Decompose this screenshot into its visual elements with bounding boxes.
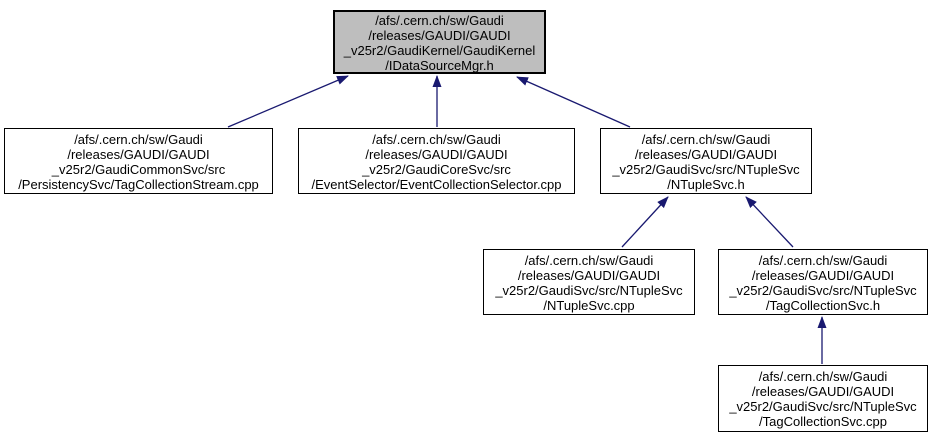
node-path-line: /releases/GAUDI/GAUDI xyxy=(751,268,895,283)
node-path-line: /afs/.cern.ch/sw/Gaudi xyxy=(372,132,501,147)
edge-ntuplesvc-cpp-to-ntuplesvc-h xyxy=(621,196,669,248)
node-path-line: /releases/GAUDI/GAUDI xyxy=(517,268,661,283)
node-path-line: /releases/GAUDI/GAUDI xyxy=(67,147,210,162)
node-path-line: _v25r2/GaudiCoreSvc/src xyxy=(362,162,511,177)
node-path-line: /afs/.cern.ch/sw/Gaudi xyxy=(524,253,654,268)
edge-tagcollectionstream-to-idatasourcemgr xyxy=(227,75,349,128)
graph-node-idatasourcemgr-h[interactable]: /afs/.cern.ch/sw/Gaudi /releases/GAUDI/G… xyxy=(333,10,546,74)
node-path-line: /afs/.cern.ch/sw/Gaudi xyxy=(641,132,771,147)
graph-node-ntuplesvc-h[interactable]: /afs/.cern.ch/sw/Gaudi /releases/GAUDI/G… xyxy=(600,128,812,194)
node-path-line: /NTupleSvc.h xyxy=(667,177,745,192)
graph-node-ntuplesvc-cpp[interactable]: /afs/.cern.ch/sw/Gaudi /releases/GAUDI/G… xyxy=(483,249,695,315)
edge-tagcollectionsvc-h-to-ntuplesvc-h xyxy=(745,196,794,248)
node-path-line: /afs/.cern.ch/sw/Gaudi xyxy=(375,13,504,28)
node-path-line: /releases/GAUDI/GAUDI xyxy=(365,147,508,162)
node-path-line: /releases/GAUDI/GAUDI xyxy=(368,28,511,43)
node-path-line: _v25r2/GaudiSvc/src/NTupleSvc xyxy=(612,162,800,177)
graph-node-eventcollectionselector-cpp[interactable]: /afs/.cern.ch/sw/Gaudi /releases/GAUDI/G… xyxy=(298,128,575,194)
node-path-line: /TagCollectionSvc.h xyxy=(765,298,881,313)
node-path-line: /afs/.cern.ch/sw/Gaudi xyxy=(758,369,888,384)
node-path-line: _v25r2/GaudiSvc/src/NTupleSvc xyxy=(729,283,917,298)
graph-node-tagcollectionsvc-cpp[interactable]: /afs/.cern.ch/sw/Gaudi /releases/GAUDI/G… xyxy=(718,365,928,432)
graph-node-tagcollectionstream-cpp[interactable]: /afs/.cern.ch/sw/Gaudi /releases/GAUDI/G… xyxy=(4,128,273,194)
node-path-line: /TagCollectionSvc.cpp xyxy=(759,414,887,429)
node-path-line: _v25r2/GaudiCommonSvc/src xyxy=(51,162,226,177)
node-path-line: /EventSelector/EventCollectionSelector.c… xyxy=(311,177,562,192)
node-path-line: /NTupleSvc.cpp xyxy=(543,298,635,313)
node-path-line: _v25r2/GaudiKernel/GaudiKernel xyxy=(343,43,536,58)
node-path-line: /releases/GAUDI/GAUDI xyxy=(751,384,895,399)
edge-ntuplesvc-h-to-idatasourcemgr xyxy=(516,76,631,128)
node-path-line: _v25r2/GaudiSvc/src/NTupleSvc xyxy=(495,283,683,298)
node-path-line: /IDataSourceMgr.h xyxy=(385,58,494,73)
node-path-line: /afs/.cern.ch/sw/Gaudi xyxy=(758,253,888,268)
graph-node-tagcollectionsvc-h[interactable]: /afs/.cern.ch/sw/Gaudi /releases/GAUDI/G… xyxy=(718,249,928,315)
node-path-line: _v25r2/GaudiSvc/src/NTupleSvc xyxy=(729,399,917,414)
node-path-line: /PersistencySvc/TagCollectionStream.cpp xyxy=(18,177,259,192)
node-path-line: /releases/GAUDI/GAUDI xyxy=(634,147,778,162)
node-path-line: /afs/.cern.ch/sw/Gaudi xyxy=(74,132,203,147)
